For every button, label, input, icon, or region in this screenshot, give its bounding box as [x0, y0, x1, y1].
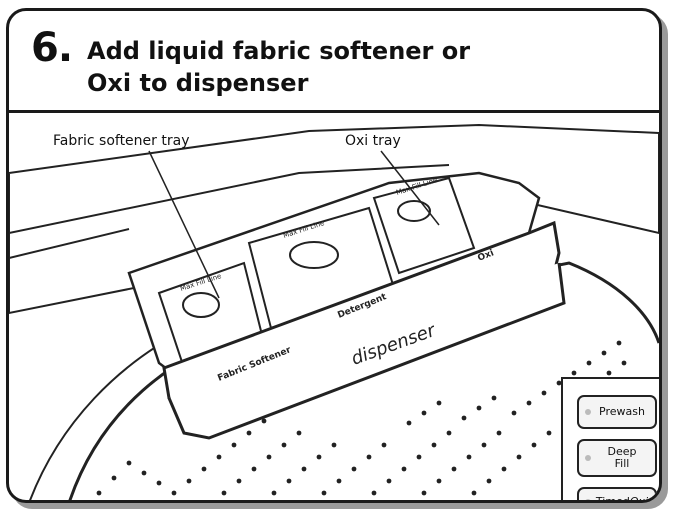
instruction-card: 6. Add liquid fabric softener or Oxi to …: [6, 8, 662, 503]
control-buttons-inset: Prewash Deep Fill TimedOxi: [561, 377, 659, 503]
deep-fill-line-2: Fill: [614, 457, 630, 470]
indicator-light: [585, 499, 591, 500]
oxi-label: Oxi: [629, 495, 649, 503]
prewash-button[interactable]: Prewash: [577, 395, 657, 429]
detergent-cup: [289, 241, 339, 269]
fabric-cup: [182, 292, 220, 318]
indicator-light: [585, 409, 591, 415]
deep-fill-label: Deep Fill: [598, 446, 637, 470]
oxi-tray-leader: [380, 150, 440, 226]
dispenser-front-lip: [167, 262, 566, 440]
prewash-label: Prewash: [599, 405, 645, 418]
washer-rim-2: [9, 228, 130, 259]
compartment-oxi: [372, 176, 476, 275]
deep-fill-button[interactable]: Deep Fill: [577, 439, 657, 477]
fabric-tray-leader: [148, 150, 220, 299]
step-number: 6.: [31, 25, 73, 71]
timed-label: Timed: [595, 495, 630, 503]
indicator-light: [585, 455, 591, 461]
timed-oxi-button[interactable]: TimedOxi: [577, 487, 657, 503]
dispenser-illustration: Max Fill Line Max Fill Line Max Fill Lin…: [9, 123, 659, 500]
fabric-softener-tray-label: Fabric softener tray: [53, 133, 190, 149]
step-title-line-1: Add liquid fabric softener or: [87, 37, 471, 65]
deep-fill-line-1: Deep: [607, 445, 637, 458]
step-title-line-2: Oxi to dispenser: [87, 69, 309, 97]
step-header: 6. Add liquid fabric softener or Oxi to …: [9, 11, 659, 113]
washer-rim: [9, 164, 450, 234]
timed-oxi-label: TimedOxi: [586, 495, 649, 503]
oxi-tray-label: Oxi tray: [345, 133, 401, 149]
drum-holes: [96, 340, 627, 496]
oxi-cup: [397, 200, 431, 222]
